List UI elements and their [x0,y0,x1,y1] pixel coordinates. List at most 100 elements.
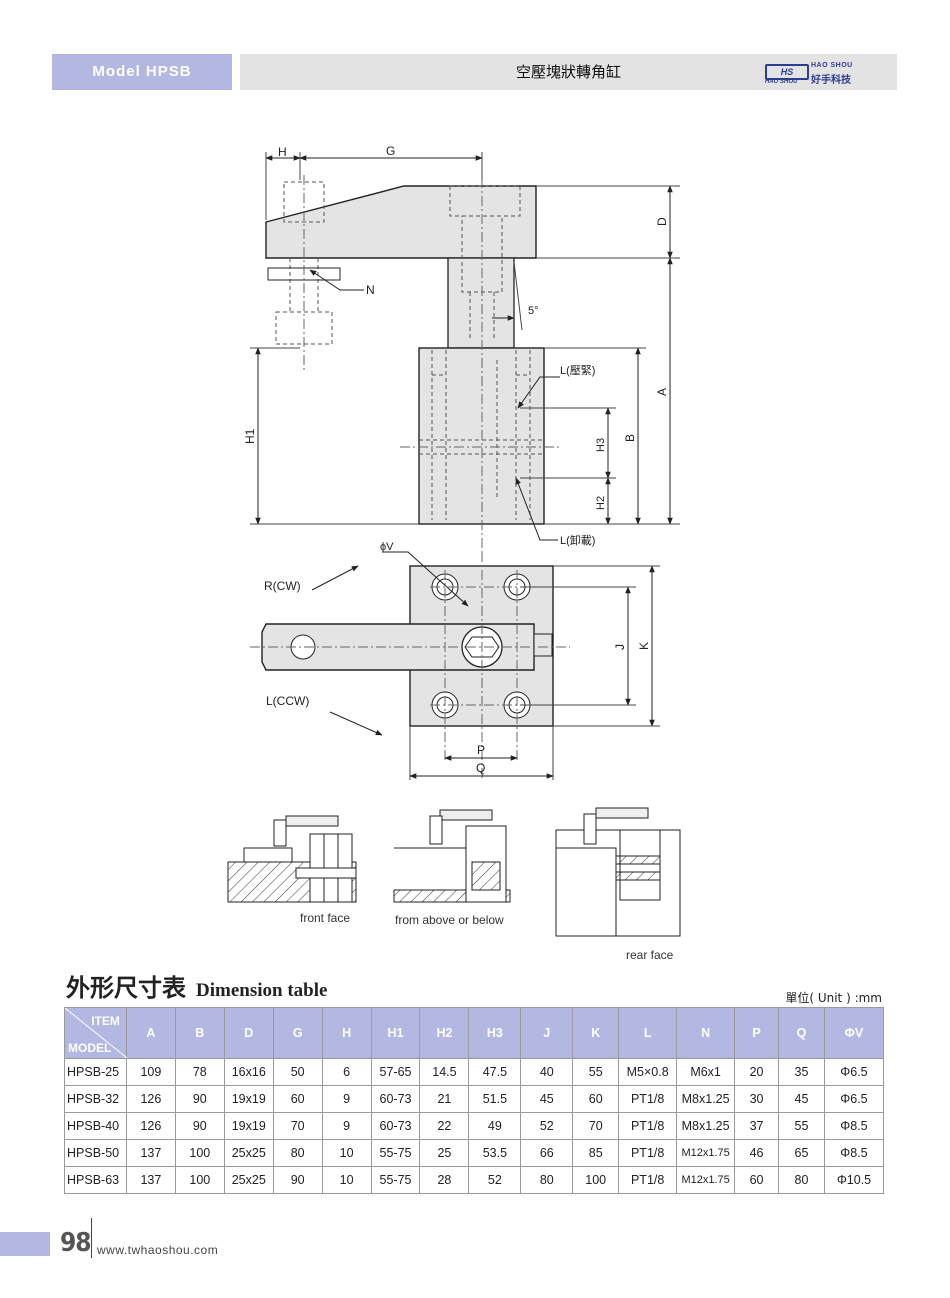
table-cell: 19x19 [223,1112,274,1140]
model-cell: HPSB-25 [64,1058,127,1086]
table-cell: Φ10.5 [823,1166,885,1194]
table-row: HPSB-63 137 100 25x25 90 10 55-75 28 52 … [64,1166,885,1194]
table-cell: 57-65 [370,1058,421,1086]
table-cell: 49 [468,1112,522,1140]
table-cell: 6 [321,1058,372,1086]
label-L-release: L(卸載) [560,533,595,547]
clamp-arm [265,185,537,259]
table-cell: 90 [174,1085,225,1113]
corner-item-label: ITEM [91,1014,120,1028]
table-cell: 90 [174,1112,225,1140]
table-cell: 52 [520,1112,574,1140]
table-cell: 70 [272,1112,323,1140]
table-cell: 109 [125,1058,176,1086]
section-title-cn: 外形尺寸表 [66,973,186,1002]
table-cell: 55 [778,1112,825,1140]
col-header: K [572,1007,620,1059]
table-cell: M8x1.25 [676,1112,736,1140]
label-angle: 5° [528,305,539,317]
table-cell: 25x25 [223,1139,274,1167]
footer-accent-bar [0,1232,50,1256]
table-cell: 46 [734,1139,780,1167]
table-cell: 60-73 [370,1085,421,1113]
table-cell: M6x1 [676,1058,736,1086]
table-cell: Φ8.5 [823,1139,885,1167]
col-header: ΦV [823,1007,885,1059]
table-cell: M5×0.8 [618,1058,678,1086]
table-cell: 47.5 [468,1058,522,1086]
table-cell: 65 [778,1139,825,1167]
dim-H2: H2 [595,496,607,510]
page-number: 98 [60,1228,92,1258]
table-cell: 51.5 [468,1085,522,1113]
col-header: D [223,1007,274,1059]
website-link[interactable]: www.twhaoshou.com [97,1243,219,1257]
piston-rod [447,257,515,349]
table-header-row: ITEM MODEL A B D G H H1 H2 H3 J K L N P … [64,1007,885,1059]
table-cell: 10 [321,1139,372,1167]
dim-B: B [623,434,637,442]
footer-divider [91,1218,92,1258]
view-label-rear: rear face [626,948,674,962]
table-cell: 60 [572,1085,620,1113]
unit-note: 單位( Unit ) :mm [785,991,882,1005]
table-cell: 22 [419,1112,470,1140]
table-cell: 55-75 [370,1139,421,1167]
table-row: HPSB-40 126 90 19x19 70 9 60-73 22 49 52… [64,1112,885,1140]
table-cell: 16x16 [223,1058,274,1086]
mount-front-illustration [227,815,357,903]
model-cell: HPSB-50 [64,1139,127,1167]
corner-diagonal [65,1008,127,1058]
table-cell: 30 [734,1085,780,1113]
col-header: Q [778,1007,825,1059]
table-cell: 25x25 [223,1166,274,1194]
logo-sub: HAO SHOU [765,79,798,85]
section-title: 外形尺寸表 Dimension table [66,968,327,1003]
logo-chinese: 好手科技 [811,75,851,86]
table-cell: M8x1.25 [676,1085,736,1113]
mount-rear-illustration [555,807,681,937]
corner-model-label: MODEL [68,1041,112,1055]
table-cell: 85 [572,1139,620,1167]
label-N: N [366,283,375,297]
table-cell: 60 [272,1085,323,1113]
table-cell: 78 [174,1058,225,1086]
table-cell: 55 [572,1058,620,1086]
table-cell: 45 [520,1085,574,1113]
col-header: A [125,1007,176,1059]
dim-Q: Q [476,761,485,775]
table-cell: PT1/8 [618,1085,678,1113]
dimension-table: ITEM MODEL A B D G H H1 H2 H3 J K L N P … [64,1007,885,1194]
header-bar: 空壓塊狀轉角缸 HS HAO SHOU 好手科技 HAO SHOU [240,54,897,90]
table-cell: 100 [572,1166,620,1194]
table-cell: 55-75 [370,1166,421,1194]
table-cell: 60 [734,1166,780,1194]
table-cell: 9 [321,1112,372,1140]
label-R-cw: R(CW) [264,579,301,593]
col-header: G [272,1007,323,1059]
table-cell: 9 [321,1085,372,1113]
col-header: H [321,1007,372,1059]
table-cell: 20 [734,1058,780,1086]
col-header: H1 [370,1007,421,1059]
table-cell: 126 [125,1085,176,1113]
table-row: HPSB-50 137 100 25x25 80 10 55-75 25 53.… [64,1139,885,1167]
table-row: HPSB-25 109 78 16x16 50 6 57-65 14.5 47.… [64,1058,885,1086]
table-cell: 45 [778,1085,825,1113]
table-cell: M12x1.75 [676,1139,736,1167]
table-cell: 66 [520,1139,574,1167]
table-cell: 21 [419,1085,470,1113]
table-cell: 10 [321,1166,372,1194]
table-cell: 25 [419,1139,470,1167]
model-cell: HPSB-32 [64,1085,127,1113]
table-cell: Φ8.5 [823,1112,885,1140]
table-cell: 90 [272,1166,323,1194]
logo-english: HAO SHOU [811,62,853,69]
table-cell: 60-73 [370,1112,421,1140]
dim-H: H [278,145,287,159]
table-cell: PT1/8 [618,1166,678,1194]
col-header: B [174,1007,225,1059]
section-title-en: Dimension table [196,980,328,1001]
dim-H3: H3 [595,438,607,452]
page-title: 空壓塊狀轉角缸 [515,63,621,81]
